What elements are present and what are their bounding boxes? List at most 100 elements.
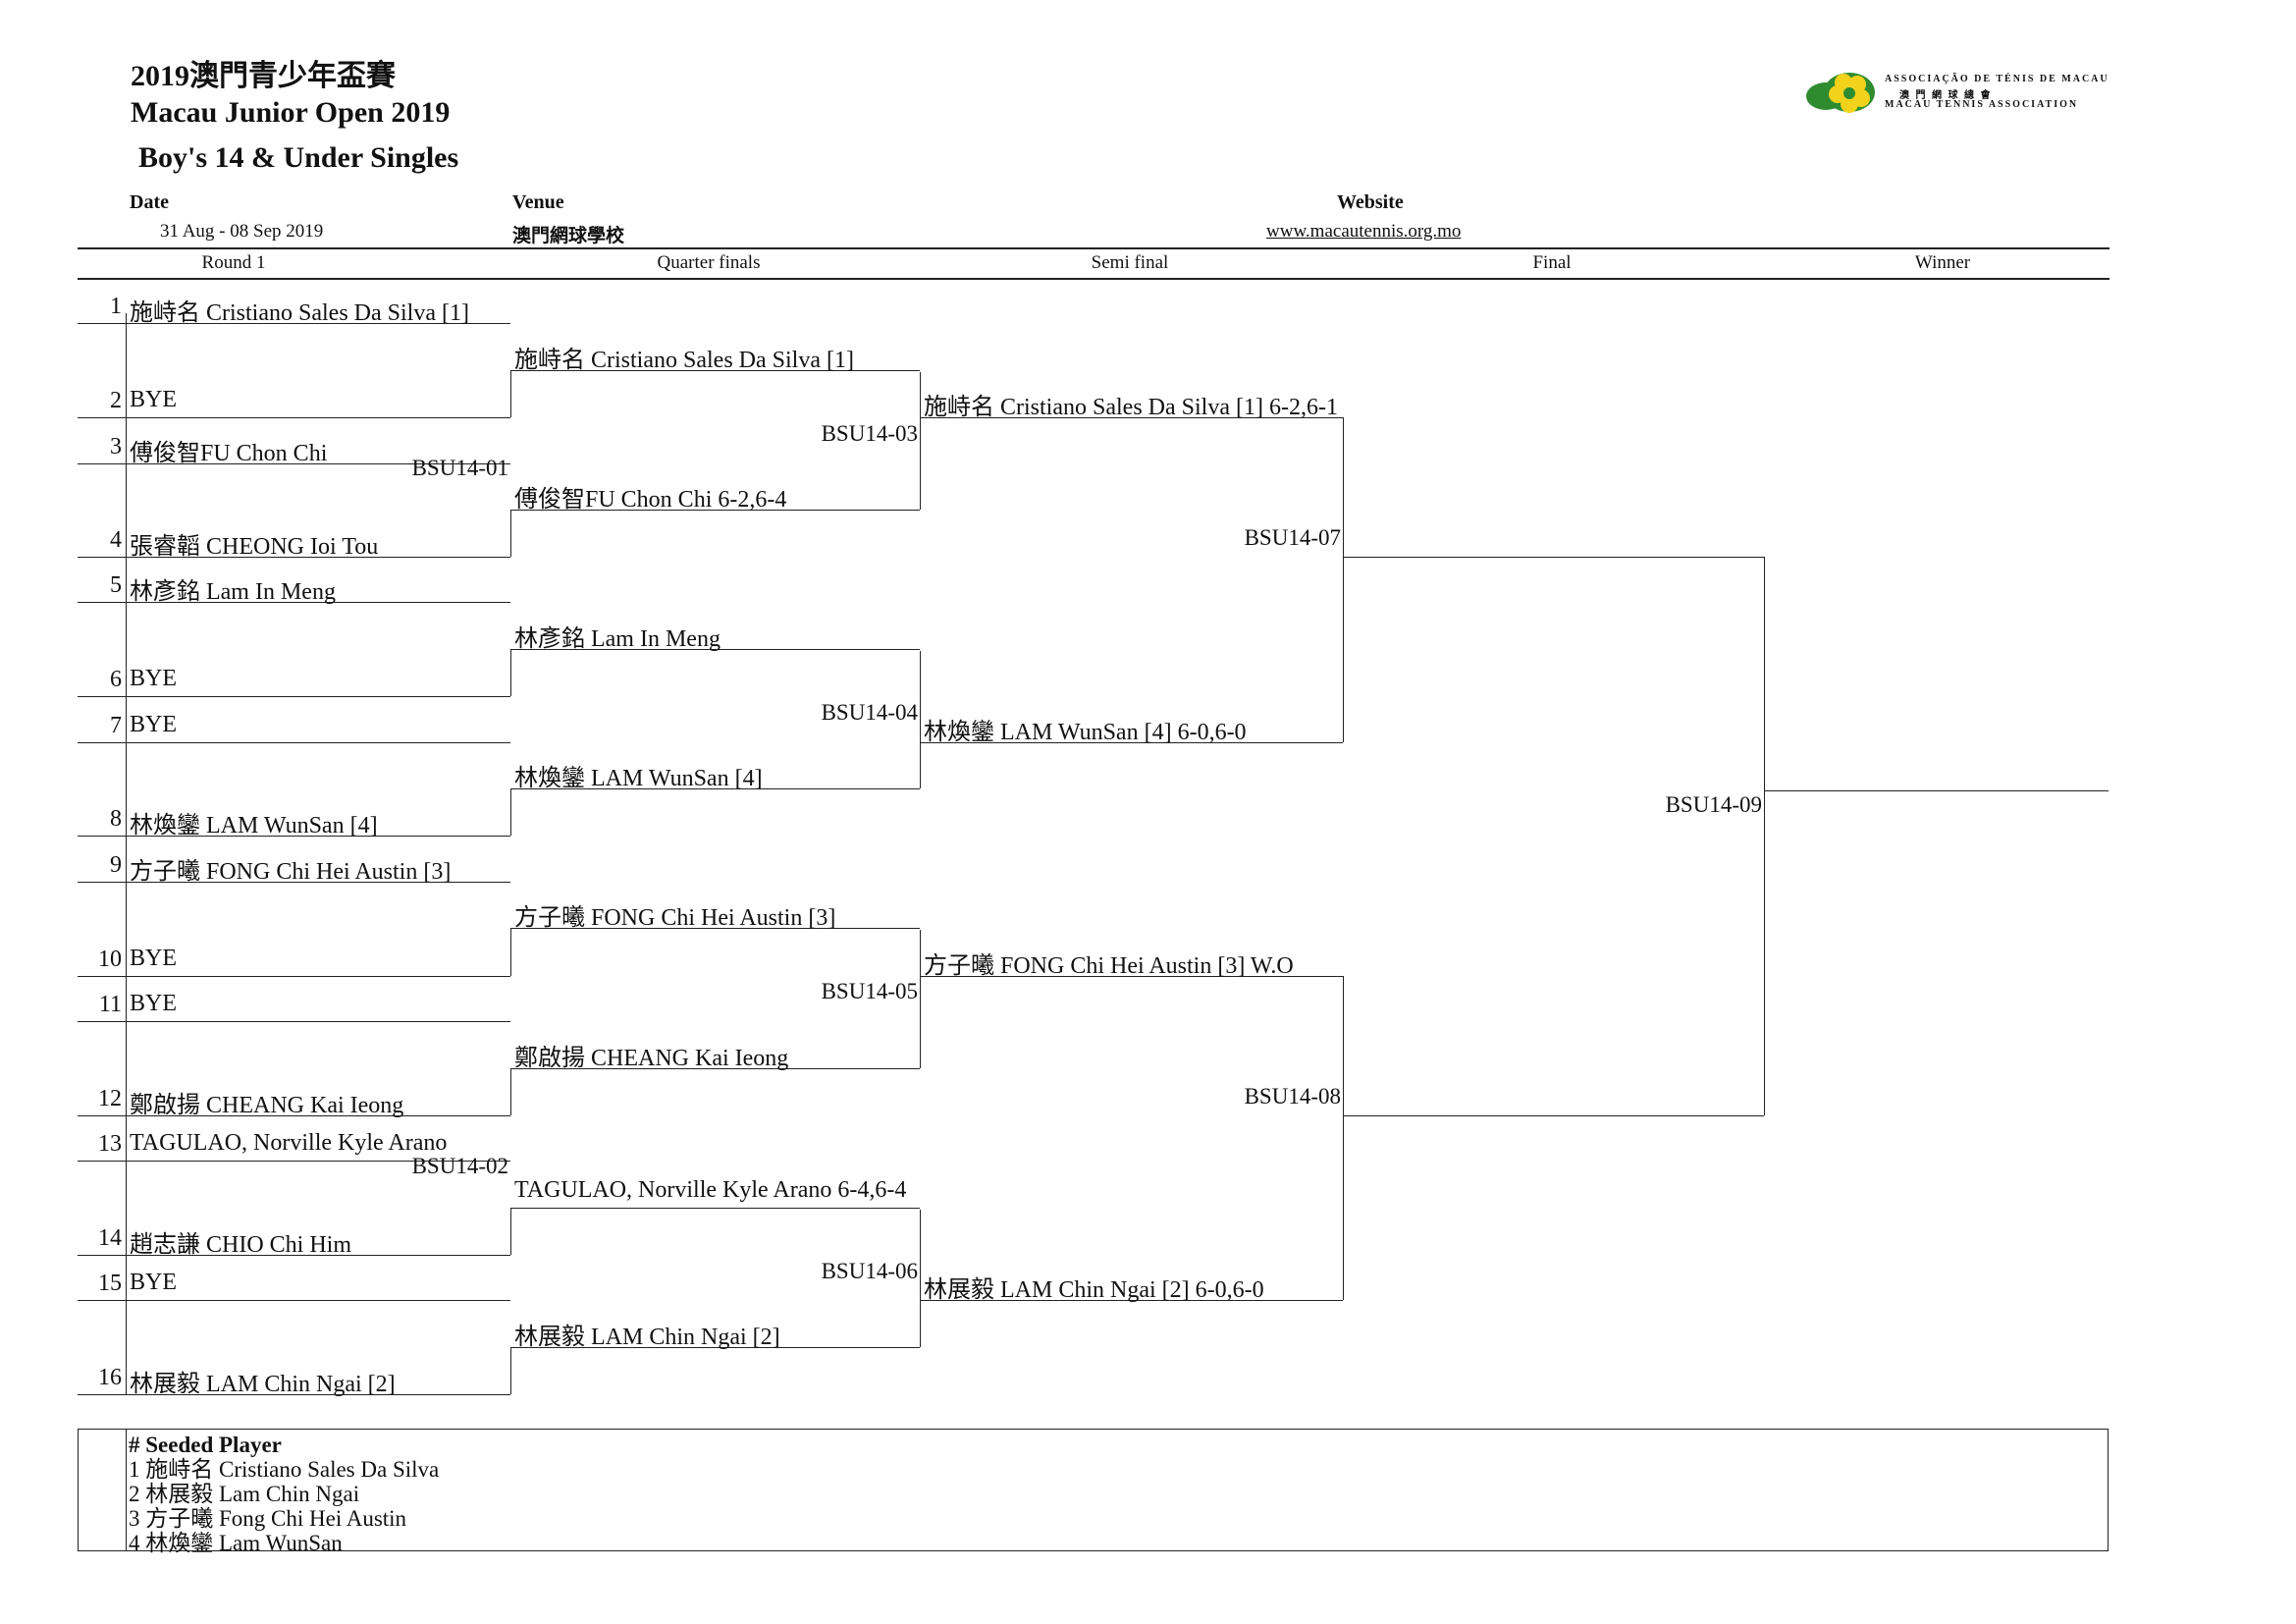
title-chinese: 2019澳門青少年盃賽 [131, 60, 396, 92]
logo-text-portuguese: ASSOCIAÇÃO DE TÉNIS DE MACAU [1885, 74, 2109, 84]
match-code: BSU14-07 [1244, 525, 1341, 550]
player-name: 林展毅 LAM Chin Ngai [2] [130, 1372, 396, 1397]
website-label: Website [1337, 191, 1404, 213]
player-number: 3 [110, 434, 122, 460]
semifinal-line [920, 742, 1343, 743]
player-name: TAGULAO, Norville Kyle Arano [130, 1130, 448, 1156]
seed-item-3: 3 方子曦 Fong Chi Hei Austin [129, 1506, 407, 1531]
logo-text-english: MACAU TENNIS ASSOCIATION [1885, 99, 2079, 110]
quarterfinal-line [510, 649, 920, 650]
round1-line [78, 1021, 510, 1022]
round1-line [78, 836, 510, 837]
round1-left-border [126, 313, 127, 1394]
venue-value: 澳門網球學校 [512, 226, 625, 246]
semifinal-line [920, 1300, 1343, 1301]
player-number: 15 [98, 1271, 122, 1296]
semifinal-player: 方子曦 FONG Chi Hei Austin [3] W.O [924, 953, 1294, 979]
round1-line [78, 323, 510, 324]
date-label: Date [130, 191, 169, 213]
round1-line [78, 1300, 510, 1301]
seed-box-divider [126, 1430, 127, 1550]
player-name: 鄭啟揚 CHEANG Kai Ieong [130, 1093, 404, 1118]
round-header-final: Final [1532, 252, 1572, 273]
player-name: 林煥鑾 LAM WunSan [4] [130, 813, 378, 839]
round1-line [78, 882, 510, 883]
player-number: 10 [98, 947, 122, 972]
quarterfinal-player: TAGULAO, Norville Kyle Arano 6-4,6-4 [514, 1177, 907, 1203]
match-code: BSU14-03 [821, 421, 918, 446]
player-number: 16 [98, 1365, 122, 1390]
quarterfinal-connector [920, 930, 921, 1068]
website-link[interactable]: www.macautennis.org.mo [1266, 221, 1462, 242]
round1-connector [510, 1208, 511, 1255]
tennis-association-logo [1806, 73, 1875, 113]
quarterfinal-line [510, 1208, 920, 1209]
player-name: BYE [130, 666, 177, 691]
round1-line [78, 557, 510, 558]
winner-line [1764, 790, 2109, 791]
quarterfinal-player: 林彥銘 Lam In Meng [514, 626, 721, 652]
match-code: BSU14-02 [411, 1154, 508, 1178]
final-connector [1764, 557, 1765, 1115]
round1-line [78, 742, 510, 743]
round1-line [78, 1255, 510, 1256]
round1-connector [510, 370, 511, 417]
quarterfinal-line [510, 788, 920, 789]
match-code: BSU14-09 [1665, 792, 1762, 817]
player-number: 7 [110, 713, 122, 738]
round-header-quarterfinals: Quarter finals [657, 252, 761, 273]
quarterfinal-line [510, 928, 920, 929]
round-header-semifinal: Semi final [1091, 252, 1169, 273]
round1-line [78, 1394, 510, 1395]
match-code: BSU14-08 [1244, 1084, 1341, 1109]
player-name: 林彥銘 Lam In Meng [130, 579, 336, 605]
title-english: Macau Junior Open 2019 [131, 96, 451, 129]
quarterfinal-line [510, 370, 920, 371]
round1-line [78, 602, 510, 603]
date-value: 31 Aug - 08 Sep 2019 [160, 221, 324, 242]
semifinal-line [920, 417, 1343, 418]
round1-line [78, 1161, 510, 1162]
seed-title: # Seeded Player [129, 1433, 282, 1457]
round1-connector [510, 649, 511, 696]
quarterfinal-line [510, 1347, 920, 1348]
player-number: 8 [110, 806, 122, 832]
seed-item-1: 1 施峙名 Cristiano Sales Da Silva [129, 1457, 440, 1482]
seed-item-4: 4 林煥鑾 Lam WunSan [129, 1531, 343, 1555]
quarterfinal-player: 傅俊智FU Chon Chi 6-2,6-4 [514, 487, 787, 513]
player-number: 13 [98, 1131, 122, 1157]
semifinal-connector [1343, 976, 1344, 1300]
quarterfinal-connector [920, 1210, 921, 1347]
header-bottom-rule [78, 278, 2109, 280]
player-name: 方子曦 FONG Chi Hei Austin [3] [130, 859, 452, 885]
round1-line [78, 1115, 510, 1116]
final-line [1343, 1115, 1764, 1116]
player-name: 傅俊智FU Chon Chi [130, 441, 328, 466]
round1-connector [510, 1347, 511, 1394]
round1-line [78, 976, 510, 977]
quarterfinal-player: 方子曦 FONG Chi Hei Austin [3] [514, 905, 836, 931]
round1-connector [510, 929, 511, 976]
quarterfinal-connector [920, 651, 921, 788]
match-code: BSU14-04 [821, 700, 918, 725]
player-number: 5 [110, 572, 122, 598]
seeded-players-box [78, 1429, 2109, 1551]
seed-item-2: 2 林展毅 Lam Chin Ngai [129, 1482, 360, 1506]
round1-line [78, 417, 510, 418]
event-title: Boy's 14 & Under Singles [138, 141, 459, 174]
semifinal-player: 施峙名 Cristiano Sales Da Silva [1] 6-2,6-1 [924, 395, 1338, 420]
logo-text-chinese: 澳 門 網 球 總 會 [1899, 90, 1993, 101]
final-line [1343, 557, 1764, 558]
player-number: 9 [110, 852, 122, 878]
round1-connector [510, 1068, 511, 1115]
quarterfinal-player: 鄭啟揚 CHEANG Kai Ieong [514, 1046, 789, 1071]
quarterfinal-player: 施峙名 Cristiano Sales Da Silva [1] [514, 348, 854, 373]
player-number: 11 [98, 992, 122, 1017]
quarterfinal-line [510, 510, 920, 511]
player-name: 趙志謙 CHIO Chi Him [130, 1232, 352, 1258]
player-name: BYE [130, 387, 177, 412]
player-name: BYE [130, 946, 177, 971]
quarterfinal-line [510, 1068, 920, 1069]
quarterfinal-connector [920, 372, 921, 510]
match-code: BSU14-06 [821, 1259, 918, 1283]
